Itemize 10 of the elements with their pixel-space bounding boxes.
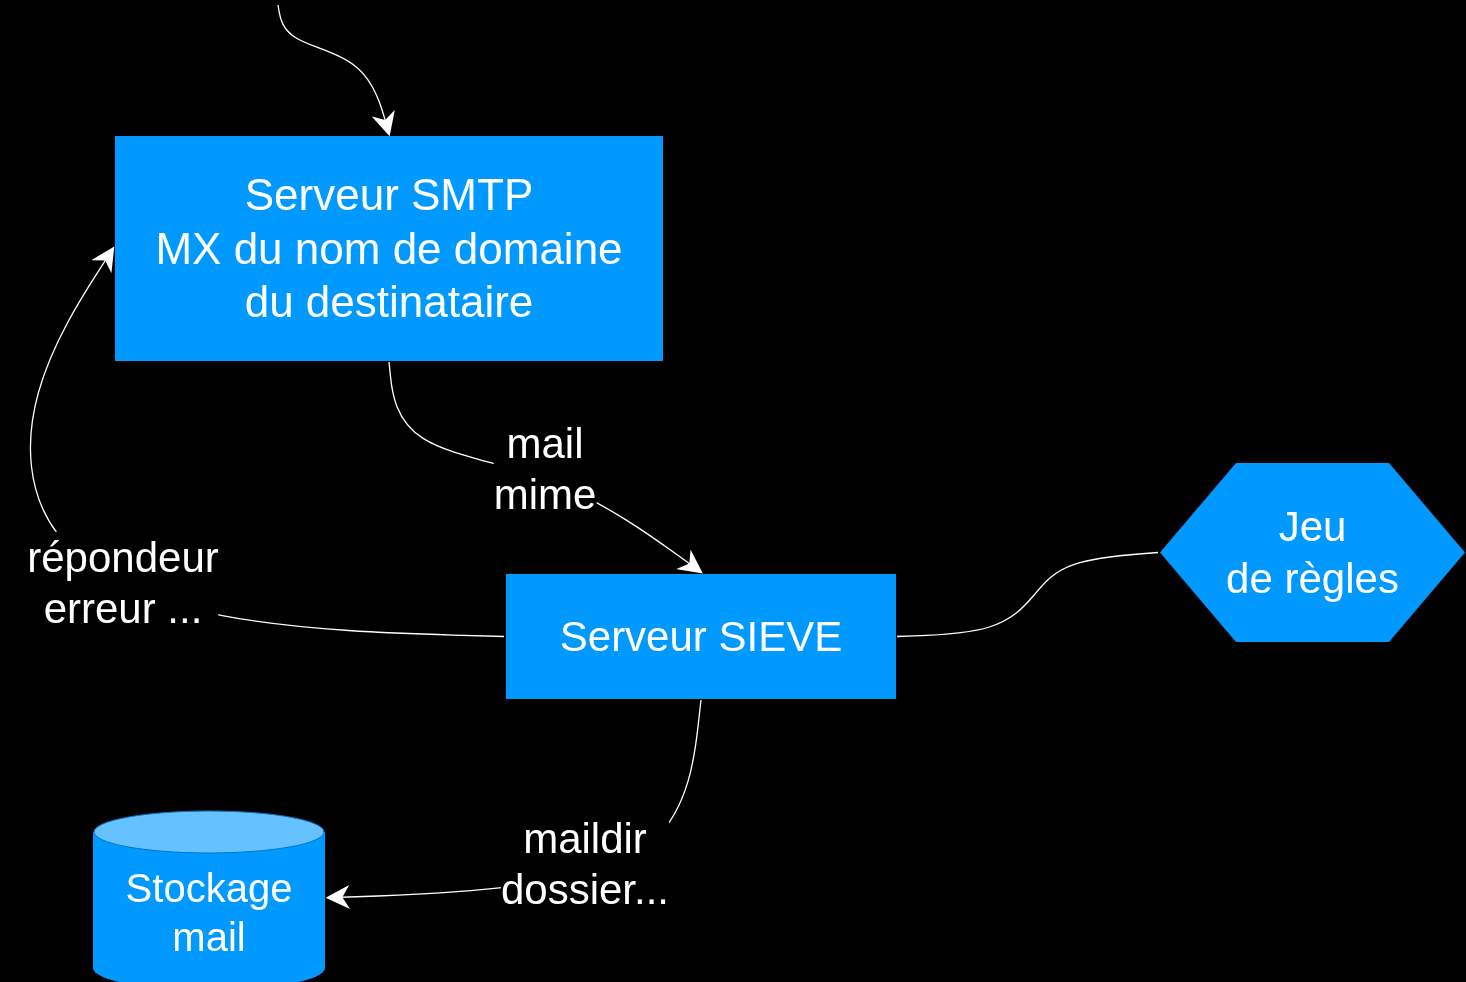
node-label: Jeu de règles: [1226, 502, 1399, 604]
process-box: [506, 574, 896, 699]
storage-cylinder: [93, 810, 325, 982]
rules-hexagon: [1160, 463, 1465, 642]
arrow: [277, 4, 395, 137]
connector-line: [896, 551, 1159, 638]
node-label: Stockage mail: [125, 865, 293, 961]
process-box: [115, 136, 663, 361]
node-label: Serveur SMTP MX du nom de domaine du destinataire: [155, 169, 623, 329]
node-label: Serveur SIEVE: [559, 611, 843, 662]
